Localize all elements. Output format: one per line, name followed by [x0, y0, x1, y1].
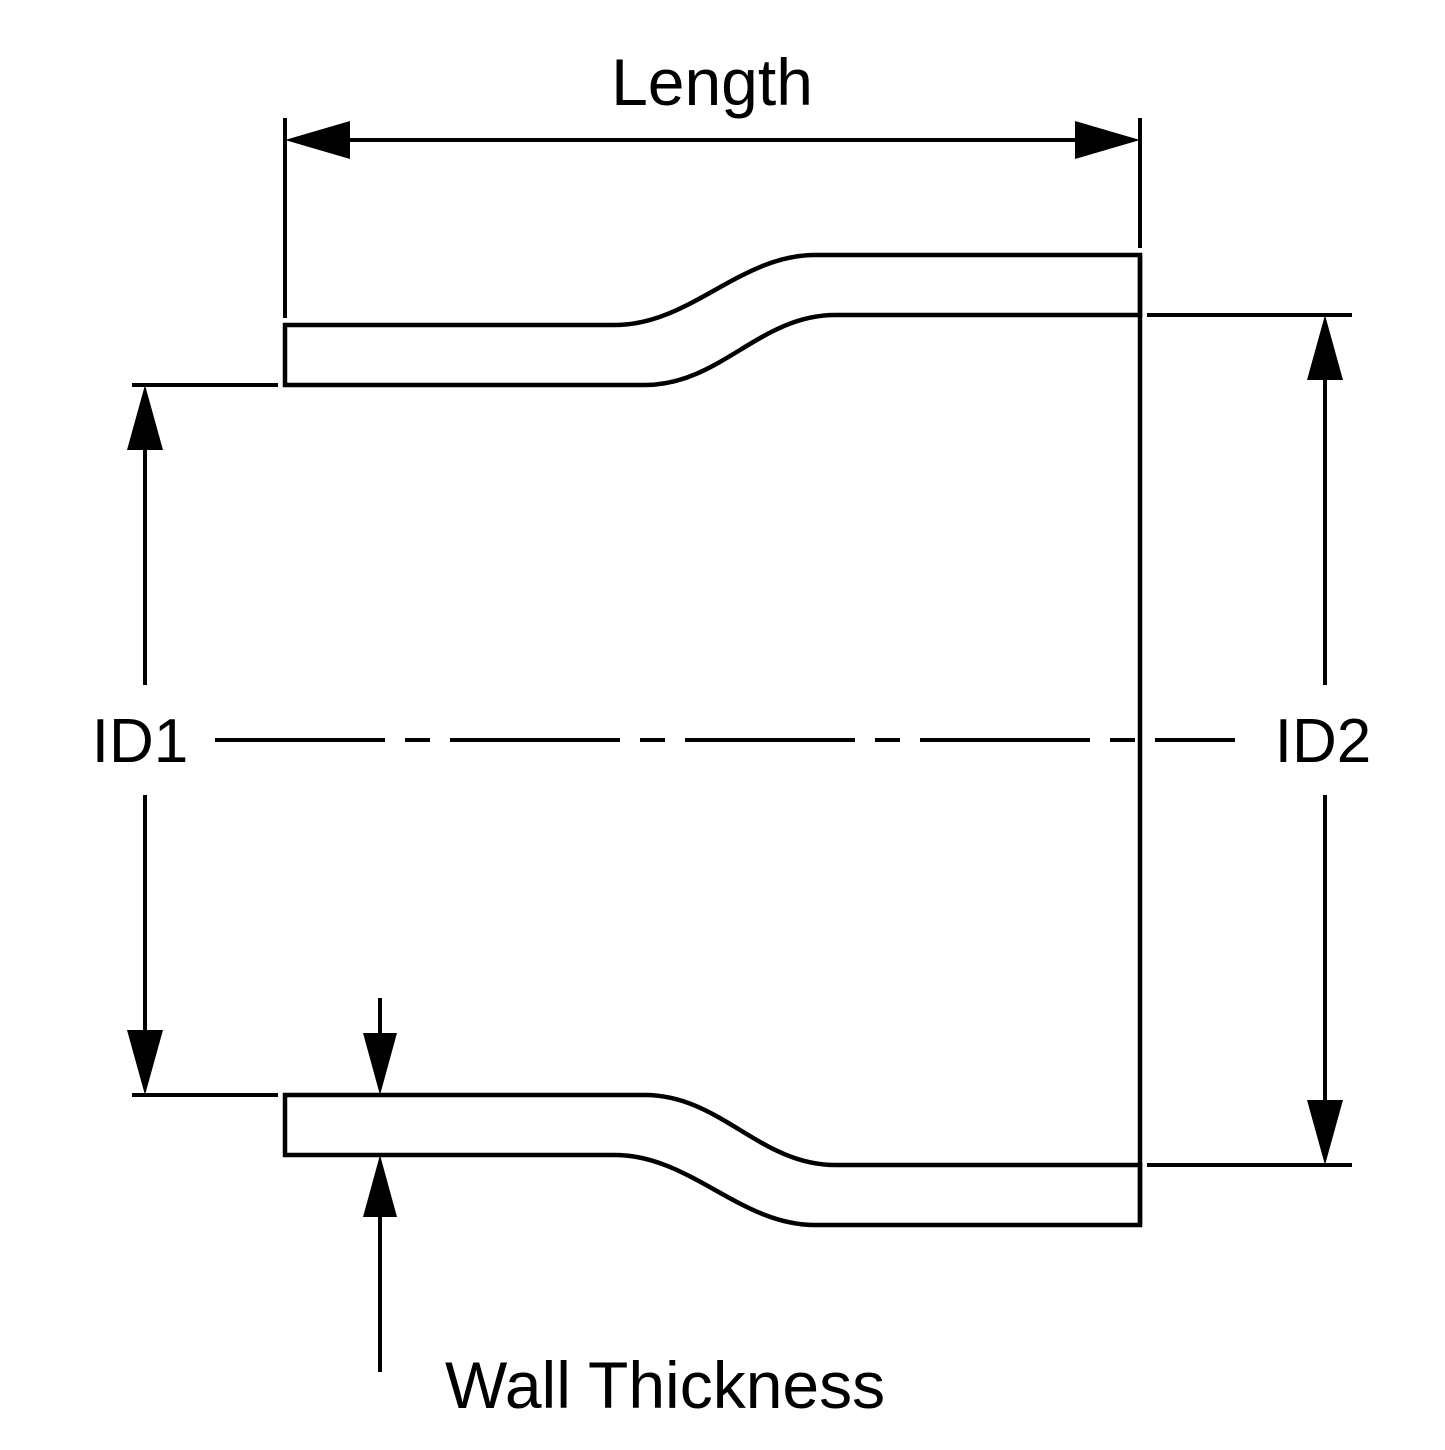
wall-thickness-label: Wall Thickness [445, 1348, 885, 1422]
id1-arrowhead-up [127, 385, 163, 450]
id2-arrowhead-down [1307, 1100, 1343, 1165]
length-arrowhead-left [285, 121, 350, 159]
id2-label: ID2 [1275, 707, 1371, 776]
length-dimension: Length [283, 45, 1142, 318]
wall-thickness-arrowhead-down [363, 1033, 397, 1095]
wall-thickness-arrowhead-up [363, 1155, 397, 1217]
id2-dimension: ID2 [1147, 313, 1371, 1167]
id1-dimension: ID1 [92, 383, 278, 1097]
length-arrowhead-right [1075, 121, 1140, 159]
tube-bottom-wall [282, 1092, 1143, 1228]
length-label: Length [611, 45, 813, 119]
id1-arrowhead-down [127, 1030, 163, 1095]
id2-arrowhead-up [1307, 315, 1343, 380]
tube-top-wall [282, 252, 1143, 388]
tube-cross-section [215, 252, 1235, 1228]
wall-thickness-dimension: Wall Thickness [363, 998, 885, 1422]
id1-label: ID1 [92, 707, 188, 776]
